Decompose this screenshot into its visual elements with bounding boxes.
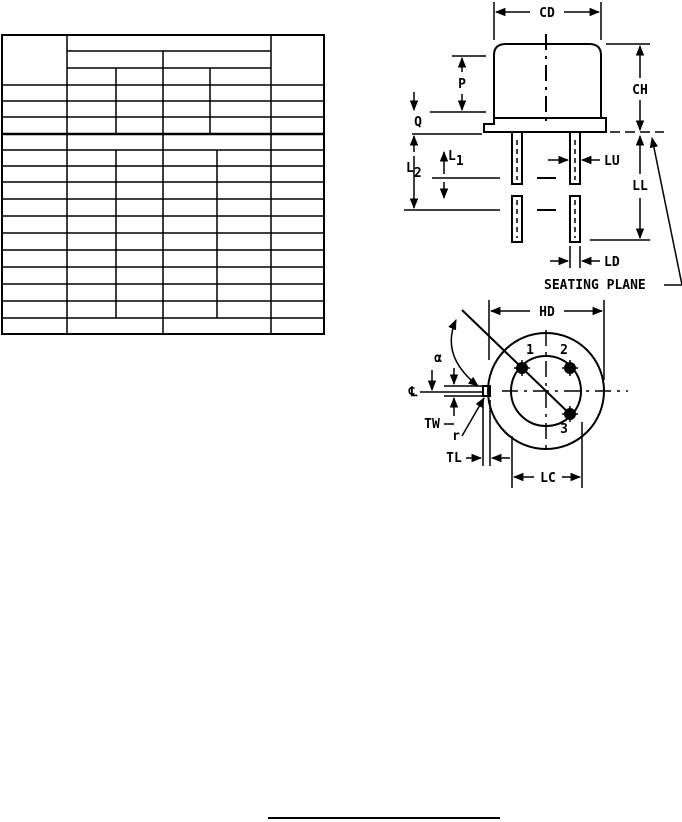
bottom-view: 1 2 3 HD α ℄ TW r: [408, 300, 628, 488]
lead-left: [511, 131, 523, 243]
label-tw: TW: [424, 417, 440, 432]
label-cd: CD: [539, 6, 555, 21]
label-lu: LU: [604, 154, 620, 169]
label-hd: HD: [539, 305, 555, 320]
label-seating-plane: SEATING PLANE: [544, 278, 646, 293]
label-cl: ℄: [408, 385, 418, 400]
label-q: Q: [414, 115, 422, 130]
svg-text:2: 2: [560, 343, 568, 358]
pin-1: 1: [514, 343, 534, 376]
label-lc: LC: [540, 471, 556, 486]
pin-3: 3: [560, 406, 578, 437]
label-p: P: [458, 77, 466, 92]
can-body: [493, 43, 602, 118]
label-ch: CH: [632, 83, 648, 98]
index-tab: [482, 385, 491, 397]
label-ll: LL: [632, 179, 648, 194]
dimension-table: [1, 34, 325, 335]
svg-text:3: 3: [560, 422, 568, 437]
svg-text:1: 1: [526, 343, 534, 358]
pin-2: 2: [560, 343, 578, 376]
label-l1: L1: [448, 149, 464, 169]
label-l2: L2: [406, 161, 422, 181]
lead-right: [569, 131, 581, 243]
label-tl: TL: [446, 451, 462, 466]
label-ld: LD: [604, 255, 620, 270]
label-alpha: α: [434, 351, 442, 366]
side-view: CD CH P Q L1 L2 LU: [404, 2, 682, 293]
label-r: r: [452, 429, 460, 444]
